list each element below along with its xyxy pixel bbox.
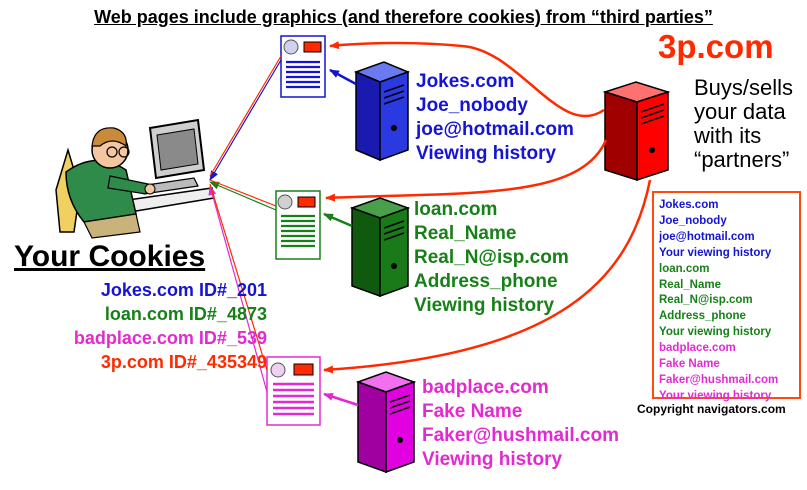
site-line: Faker@hushmail.com [422,425,619,446]
profile-line: Real_Name [659,278,722,291]
tracker-name: 3p.com [658,28,774,65]
cookie-entry-loan: loan.com ID#_4873 [104,304,267,324]
webpage-icon [275,190,321,260]
aggregated-profile-list: Jokes.com Joe_nobody joe@hotmail.com You… [659,198,778,405]
site-line: Real_N@isp.com [414,247,569,268]
jokes-site-info: Jokes.com Joe_nobody joe@hotmail.com Vie… [416,70,574,166]
profile-line: joe@hotmail.com [659,230,755,243]
profile-line: Real_N@isp.com [659,294,753,307]
cookies-heading: Your Cookies [14,240,206,273]
arrow-icon [329,41,605,118]
profile-line: badplace.com [659,342,736,355]
site-line: Viewing history [416,143,557,164]
diagram-title: Web pages include graphics (and therefor… [94,7,713,27]
user-at-computer-icon [55,118,215,239]
badplace-site-info: badplace.com Fake Name Faker@hushmail.co… [422,376,619,472]
arrow-icon [323,179,652,374]
cookie-entry-badplace: badplace.com ID#_539 [73,328,267,348]
cookie-entry-tracker: 3p.com ID#_435349 [100,352,267,372]
aggregated-profile-box [652,191,801,399]
site-line: joe@hotmail.com [416,119,574,140]
profile-line: Your viewing history [659,326,772,339]
tagline-line: “partners” [694,147,790,172]
server-icon [353,61,411,162]
profile-line: Your viewing history [659,246,772,259]
webpage-icon [266,356,321,426]
tagline-line: your data [694,99,786,124]
arrow-icon [209,59,282,181]
webpage-icon [280,35,326,98]
arrow-icon [323,392,359,407]
arrow-icon [329,68,357,86]
tagline-line: with its [694,123,762,148]
profile-line: Faker@hushmail.com [659,373,779,386]
site-line: Fake Name [422,401,523,422]
server-icon [349,197,411,298]
server-icon [602,81,671,182]
loan-site-info: loan.com Real_Name Real_N@isp.com Addres… [414,198,569,318]
site-line: Viewing history [414,295,555,316]
site-line: Joe_nobody [416,95,528,116]
arrow-icon [209,183,268,371]
profile-line: loan.com [659,262,710,275]
site-line: Real_Name [414,223,517,244]
copyright-note: Copyright navigators.com [637,402,786,416]
profile-line: Address_phone [659,310,746,323]
arrow-icon [209,55,282,177]
server-icon [355,371,417,474]
profile-line: Your viewing history [659,389,772,402]
cookie-entry-jokes: Jokes.com ID#_201 [100,280,267,300]
site-line: badplace.com [422,377,549,398]
arrow-icon [323,212,353,228]
site-line: Address_phone [414,271,558,292]
tagline-line: Buys/sells [694,75,794,100]
arrow-icon [325,139,608,202]
site-line: loan.com [414,199,498,220]
tracker-tagline: Buys/sells your data with its “partners” [694,76,804,172]
site-line: Jokes.com [416,71,515,92]
arrow-icon [209,181,277,211]
arrow-icon [208,185,268,393]
profile-line: Fake Name [659,358,720,371]
arrow-icon [209,179,277,207]
profile-line: Joe_nobody [659,214,727,227]
site-line: Viewing history [422,449,563,470]
profile-line: Jokes.com [659,199,719,211]
